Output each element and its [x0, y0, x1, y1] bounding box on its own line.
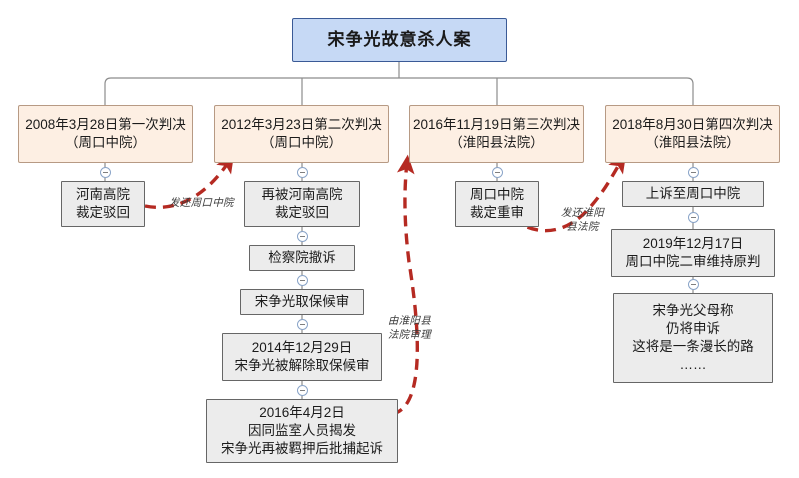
collapse-toggle[interactable] [296, 230, 308, 242]
judgment-node-4-line2: （淮阳县法院） [645, 135, 740, 150]
step-zhoukou-retrial-order[interactable]: 周口中院 裁定重审 [455, 181, 539, 227]
collapse-toggle[interactable] [687, 211, 699, 223]
judgment-node-2[interactable]: 2012年3月23日第二次判决 （周口中院） [214, 105, 389, 163]
judgment-node-1-line1: 2008年3月28日第一次判决 [25, 117, 186, 133]
step-henan-court-rejected-again[interactable]: 再被河南高院 裁定驳回 [244, 181, 360, 227]
step-henan-court-rejected-line1: 河南高院 [76, 187, 130, 203]
step-parents-will-appeal-line4: …… [679, 356, 707, 372]
collapse-toggle[interactable] [687, 278, 699, 290]
collapse-toggle[interactable] [296, 384, 308, 396]
step-parents-will-appeal-line2: 仍将申诉 [666, 321, 720, 337]
step-zhoukou-retrial-order-line2: 裁定重审 [470, 205, 524, 220]
step-re-detained-prosecuted[interactable]: 2016年4月2日 因同监室人员揭发 宋争光再被羁押后批捕起诉 [206, 399, 398, 463]
step-prosecutor-withdrew-line1: 检察院撤诉 [268, 250, 336, 266]
collapse-toggle[interactable] [99, 166, 111, 178]
step-parents-will-appeal[interactable]: 宋争光父母称 仍将申诉 这将是一条漫长的路 …… [613, 293, 773, 383]
step-second-instance-upheld[interactable]: 2019年12月17日 周口中院二审维持原判 [611, 229, 775, 277]
step-bail-lifted-line1: 2014年12月29日 [251, 340, 353, 356]
step-appeal-to-zhoukou-line1: 上诉至周口中院 [645, 186, 741, 202]
step-parents-will-appeal-line1: 宋争光父母称 [652, 303, 734, 319]
step-zhoukou-retrial-order-line1: 周口中院 [470, 187, 524, 203]
edge-label-remand-to-zhoukou-line1: 发还周口中院 [169, 197, 234, 210]
judgment-node-4-line1: 2018年8月30日第四次判决 [612, 117, 773, 133]
step-bail-granted-line1: 宋争光取保候审 [254, 294, 350, 310]
step-re-detained-prosecuted-line2: 因同监室人员揭发 [248, 423, 356, 439]
edge-label-tried-by-huaiyang-line1: 由淮阳县 [387, 315, 432, 328]
step-bail-lifted[interactable]: 2014年12月29日 宋争光被解除取保候审 [222, 333, 382, 381]
edge-label-remand-to-huaiyang-line2: 县法院 [566, 221, 599, 234]
collapse-toggle[interactable] [687, 166, 699, 178]
edge-label-remand-to-huaiyang: 发还淮阳 县法院 [546, 192, 606, 249]
step-bail-granted[interactable]: 宋争光取保候审 [240, 289, 364, 315]
step-second-instance-upheld-line1: 2019年12月17日 [642, 236, 744, 252]
step-henan-court-rejected-again-line1: 再被河南高院 [261, 187, 343, 203]
edge-label-tried-by-huaiyang-line2: 法院审理 [387, 329, 432, 342]
step-bail-lifted-line2: 宋争光被解除取保候审 [234, 358, 370, 373]
chart-title-node[interactable]: 宋争光故意杀人案 [292, 18, 507, 62]
edge-label-remand-to-zhoukou: 发还周口中院 [155, 182, 235, 225]
edge-label-remand-to-huaiyang-line1: 发还淮阳 [560, 207, 605, 220]
judgment-node-2-line2: （周口中院） [261, 135, 342, 150]
step-re-detained-prosecuted-line3: 宋争光再被羁押后批捕起诉 [221, 440, 383, 456]
step-henan-court-rejected-again-line2: 裁定驳回 [275, 205, 329, 220]
judgment-node-4[interactable]: 2018年8月30日第四次判决 （淮阳县法院） [605, 105, 780, 163]
judgment-node-3[interactable]: 2016年11月19日第三次判决 （淮阳县法院） [409, 105, 584, 163]
judgment-node-3-line2: （淮阳县法院） [449, 135, 544, 150]
collapse-toggle[interactable] [296, 274, 308, 286]
judgment-node-1-line2: （周口中院） [65, 135, 146, 150]
judgment-node-1[interactable]: 2008年3月28日第一次判决 （周口中院） [18, 105, 193, 163]
judgment-node-2-line1: 2012年3月23日第二次判决 [221, 117, 382, 133]
remand-arrow-2 [391, 154, 420, 416]
collapse-toggle[interactable] [296, 166, 308, 178]
step-henan-court-rejected[interactable]: 河南高院 裁定驳回 [61, 181, 145, 227]
step-second-instance-upheld-line2: 周口中院二审维持原判 [625, 254, 761, 269]
collapse-toggle[interactable] [296, 318, 308, 330]
step-appeal-to-zhoukou[interactable]: 上诉至周口中院 [622, 181, 764, 207]
chart-title-text: 宋争光故意杀人案 [327, 29, 472, 49]
edge-label-tried-by-huaiyang: 由淮阳县 法院审理 [373, 300, 433, 357]
step-henan-court-rejected-line2: 裁定驳回 [76, 205, 130, 220]
judgment-node-3-line1: 2016年11月19日第三次判决 [412, 117, 581, 133]
collapse-toggle[interactable] [491, 166, 503, 178]
step-prosecutor-withdrew[interactable]: 检察院撤诉 [249, 245, 355, 271]
step-re-detained-prosecuted-line1: 2016年4月2日 [259, 405, 345, 421]
step-parents-will-appeal-line3: 这将是一条漫长的路 [632, 339, 754, 354]
tree-bus [104, 77, 694, 105]
